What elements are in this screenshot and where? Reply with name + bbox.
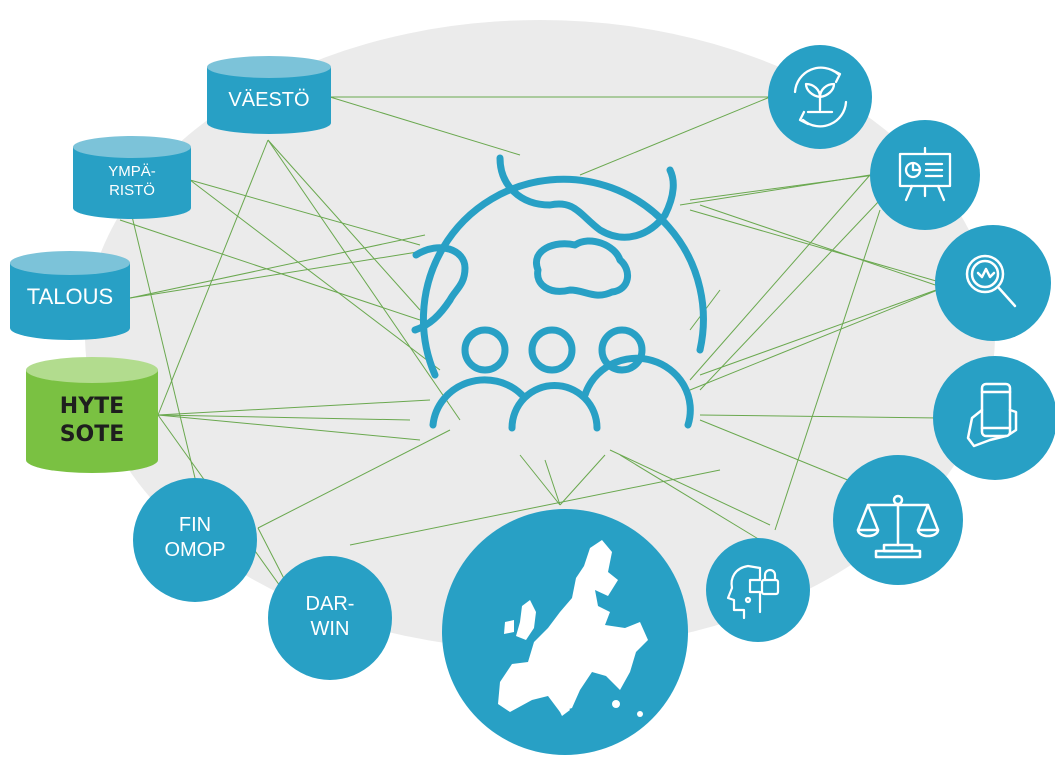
database-vaesto[interactable] <box>207 56 331 134</box>
database-label-ymparisto: YMPÄ- RISTÖ <box>108 163 156 199</box>
database-talous[interactable] <box>10 251 130 340</box>
europe-map-icon[interactable] <box>442 509 688 755</box>
presentation-board-icon[interactable] <box>870 120 980 230</box>
connector-lines <box>119 96 951 601</box>
node-label-finomop: FIN OMOP <box>164 514 226 561</box>
database-label-vaesto: VÄESTÖ <box>228 89 310 111</box>
database-label-talous: TALOUS <box>26 284 114 309</box>
node-label-darwin: DAR- WIN <box>305 593 355 640</box>
node-darwin[interactable] <box>268 556 392 680</box>
heart-magnifier-icon[interactable] <box>935 225 1051 341</box>
head-circuit-lock-icon[interactable] <box>706 538 810 642</box>
database-hyte[interactable] <box>26 357 158 473</box>
database-label-hyte: HYTE SOTE <box>59 394 125 447</box>
hand-phone-icon[interactable] <box>933 356 1055 480</box>
scales-icon[interactable] <box>833 455 963 585</box>
database-ymparisto[interactable] <box>73 136 191 219</box>
node-finomop[interactable] <box>133 478 257 602</box>
globe-people-icon <box>411 154 707 432</box>
plant-cycle-icon[interactable] <box>768 45 872 149</box>
